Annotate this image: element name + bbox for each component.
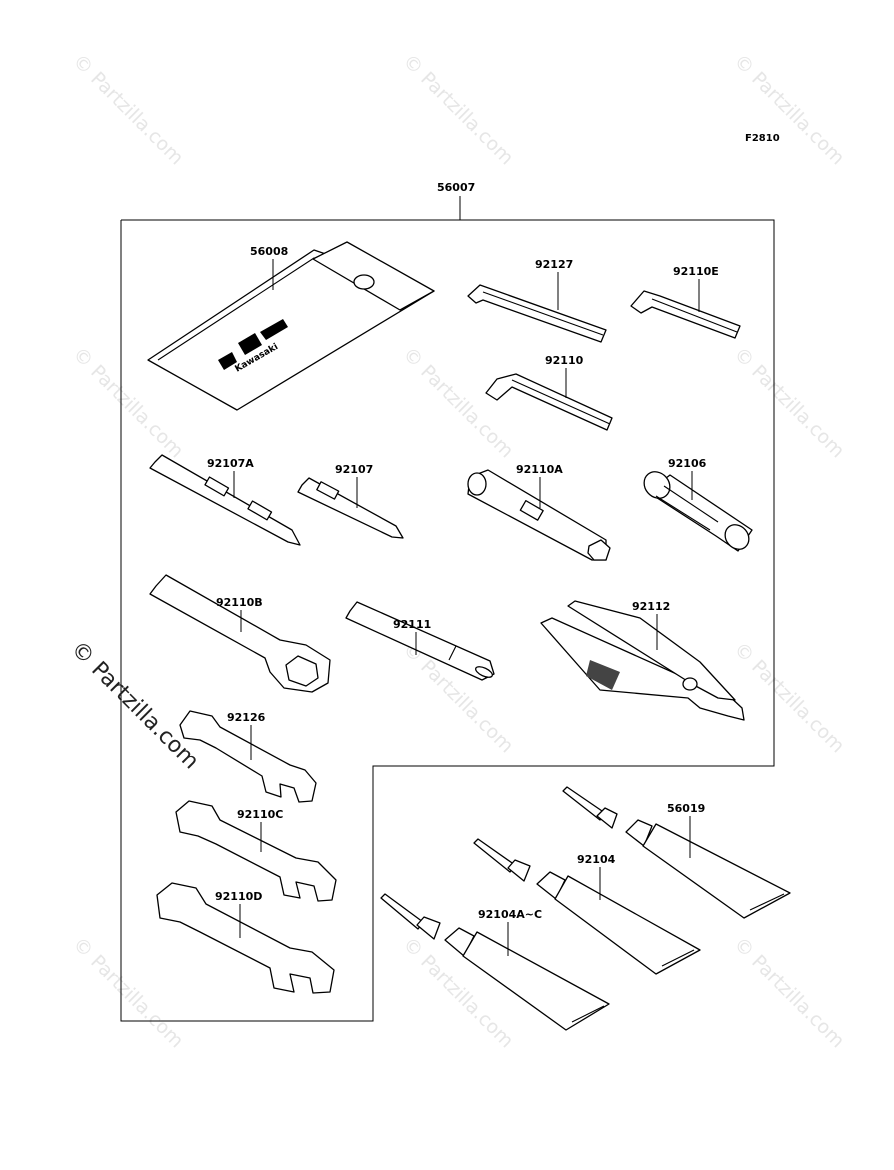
watermark: © Partzilla.com [68, 50, 187, 169]
tube-body [554, 875, 701, 975]
part-label-56007[interactable]: 56007 [437, 181, 475, 194]
side-watermark: © Partzilla.com [66, 637, 204, 775]
logo-mark-icon [238, 333, 262, 355]
part-56008-tool-pouch[interactable]: Kawasaki [147, 241, 435, 411]
tube-cap [596, 807, 618, 829]
part-92111-extension-bar[interactable] [345, 601, 495, 681]
part-label-92110A[interactable]: 92110A [516, 463, 563, 476]
part-label-92106[interactable]: 92106 [668, 457, 707, 470]
part-56019-grease-tube[interactable] [562, 786, 791, 919]
part-92110B-box-wrench[interactable] [149, 574, 331, 693]
pliers-pivot [682, 677, 698, 691]
tube-crimp [571, 1005, 605, 1023]
logo-mark-icon [260, 319, 288, 340]
watermark: © Partzilla.com [398, 343, 517, 462]
tube-neck [625, 819, 653, 847]
part-label-92110D[interactable]: 92110D [215, 890, 262, 903]
wrench-body [179, 710, 317, 803]
hex-wrench-body [630, 290, 741, 339]
socket-collar [519, 500, 544, 521]
tube-crimp [661, 949, 695, 967]
pliers-lower-handle [540, 617, 745, 721]
screwdriver-collar [247, 500, 273, 521]
watermark: © Partzilla.com [729, 343, 848, 462]
part-92107A-screwdriver[interactable] [149, 454, 301, 546]
bar-body [345, 601, 495, 681]
part-92110A-socket-wrench[interactable] [467, 469, 611, 561]
part-92110C-open-end-wrench[interactable] [175, 800, 337, 902]
part-92126-open-end-wrench[interactable] [179, 710, 317, 803]
handle-groove [663, 485, 719, 523]
watermark: © Partzilla.com [729, 50, 848, 169]
part-92110-hex-wrench[interactable] [485, 373, 613, 431]
tube-body [642, 823, 791, 919]
watermark: © Partzilla.com [729, 933, 848, 1052]
tube-nozzle [380, 893, 424, 930]
hex-wrench-edge [511, 379, 611, 425]
socket-hex-icon [587, 539, 611, 561]
hex-wrench-edge [651, 298, 738, 333]
part-92106-screwdriver-handle[interactable] [639, 467, 754, 554]
socket-end [467, 472, 487, 496]
watermark: © Partzilla.com [68, 933, 187, 1052]
part-label-92110B[interactable]: 92110B [216, 596, 263, 609]
part-92110E-hex-wrench[interactable] [630, 290, 741, 339]
part-label-92110C[interactable]: 92110C [237, 808, 283, 821]
wrench-body [156, 882, 335, 994]
tube-cap [416, 916, 441, 940]
assembly-outline [120, 219, 775, 1022]
part-label-92112[interactable]: 92112 [632, 600, 670, 613]
screwdriver-shaft [149, 454, 301, 546]
tube-crimp [749, 893, 785, 911]
logo-mark-icon [218, 352, 237, 370]
part-92112-pliers[interactable] [540, 600, 745, 721]
hex-wrench-body [485, 373, 613, 431]
pouch-flap [312, 241, 435, 311]
part-92107-screwdriver[interactable] [297, 477, 404, 539]
screwdriver-collar [204, 476, 230, 497]
part-label-92111[interactable]: 92111 [393, 618, 431, 631]
part-label-92104A-C[interactable]: 92104A~C [478, 908, 542, 921]
part-label-92110[interactable]: 92110 [545, 354, 584, 367]
tube-body [462, 931, 610, 1031]
pliers-grip-icon [586, 660, 620, 690]
part-label-56019[interactable]: 56019 [667, 802, 705, 815]
tube-cap [507, 859, 531, 882]
part-label-92127[interactable]: 92127 [535, 258, 573, 271]
figure-code: F2810 [745, 133, 780, 144]
part-92104A-C-grease-tube[interactable] [380, 893, 610, 1031]
screwdriver-collar [316, 481, 340, 500]
bar-edge [448, 645, 457, 661]
screwdriver-shaft [297, 477, 404, 539]
part-92127-hex-wrench[interactable] [467, 284, 607, 343]
part-label-56008[interactable]: 56008 [250, 245, 288, 258]
watermark: © Partzilla.com [398, 50, 517, 169]
part-92110D-open-end-wrench[interactable] [156, 882, 335, 994]
part-label-92104[interactable]: 92104 [577, 853, 616, 866]
part-label-92126[interactable]: 92126 [227, 711, 266, 724]
wrench-body [175, 800, 337, 902]
watermark: © Partzilla.com [729, 638, 848, 757]
handle-groove [655, 495, 711, 531]
box-wrench-body [149, 574, 331, 693]
pouch-snap [353, 274, 375, 290]
hex-wrench-edge [482, 291, 604, 336]
handle-end [643, 471, 671, 499]
part-label-92107A[interactable]: 92107A [207, 457, 254, 470]
handle-socket [724, 524, 750, 550]
part-label-92107[interactable]: 92107 [335, 463, 373, 476]
bar-end [475, 666, 493, 678]
part-92104-grease-tube[interactable] [473, 838, 701, 975]
box-wrench-hex-icon [285, 655, 319, 687]
part-label-92110E[interactable]: 92110E [673, 265, 719, 278]
